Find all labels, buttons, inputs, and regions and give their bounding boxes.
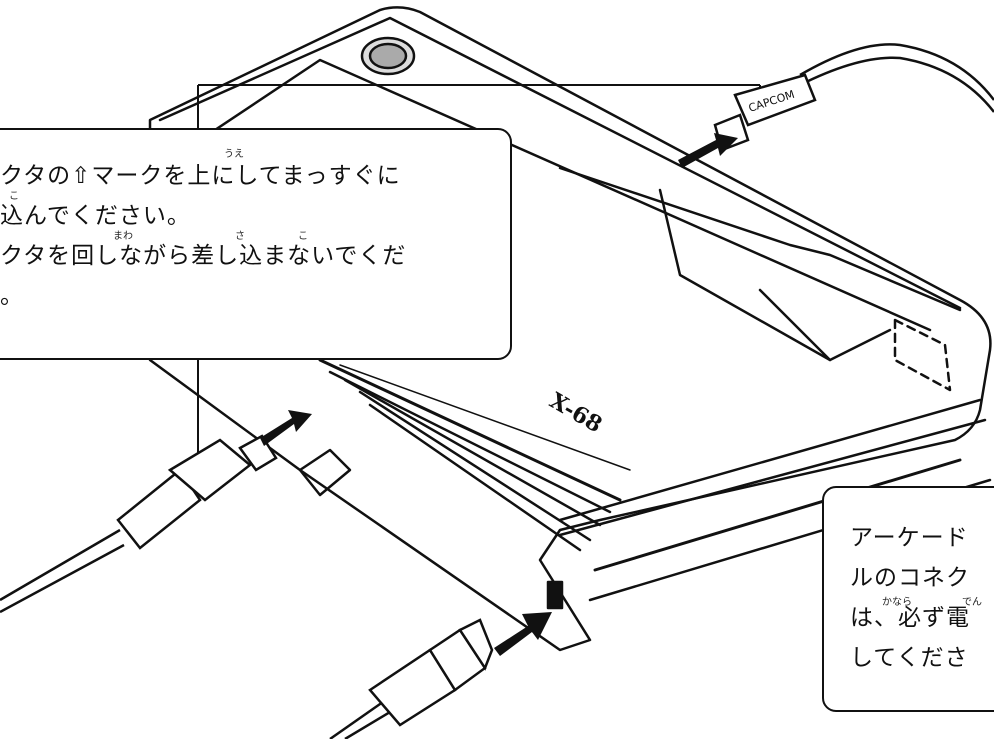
ruby-kanara: かなら: [882, 597, 912, 608]
ruby-mawa: まわ: [113, 231, 133, 242]
arrow-icon-bottom: [494, 612, 552, 656]
arcade-line-1: アーケード: [850, 525, 969, 551]
instruction-line-3: クタを回しながら差し込まないでくだ: [0, 243, 407, 269]
ruby-sa: さ: [235, 231, 245, 242]
arcade-line-3: は、必ず電: [850, 605, 970, 631]
arrow-icon-left: [260, 410, 312, 446]
instruction-line-2: 込んでください。: [0, 203, 191, 229]
ruby-ue: うえ: [224, 149, 244, 160]
instruction-line-1: クタの⇧マークを上にしてまっすぐに: [0, 163, 401, 189]
arcade-line-4: してくださ: [850, 645, 969, 671]
ruby-ko-2: こ: [298, 231, 308, 242]
arrow-icon-top: [678, 133, 738, 168]
top-cable: [799, 43, 994, 101]
arcade-line-2: ルのコネク: [850, 565, 970, 591]
instruction-callout: クタの⇧マークを上にしてまっすぐに 込んでください。 クタを回しながら差し込まな…: [0, 128, 512, 360]
arcade-callout: アーケード ルのコネク は、必ず電 してくださ かなら でん: [822, 486, 994, 712]
ruby-ko: こ: [9, 191, 19, 202]
ruby-den: でん: [962, 597, 982, 608]
instruction-line-4: 。: [0, 283, 24, 309]
